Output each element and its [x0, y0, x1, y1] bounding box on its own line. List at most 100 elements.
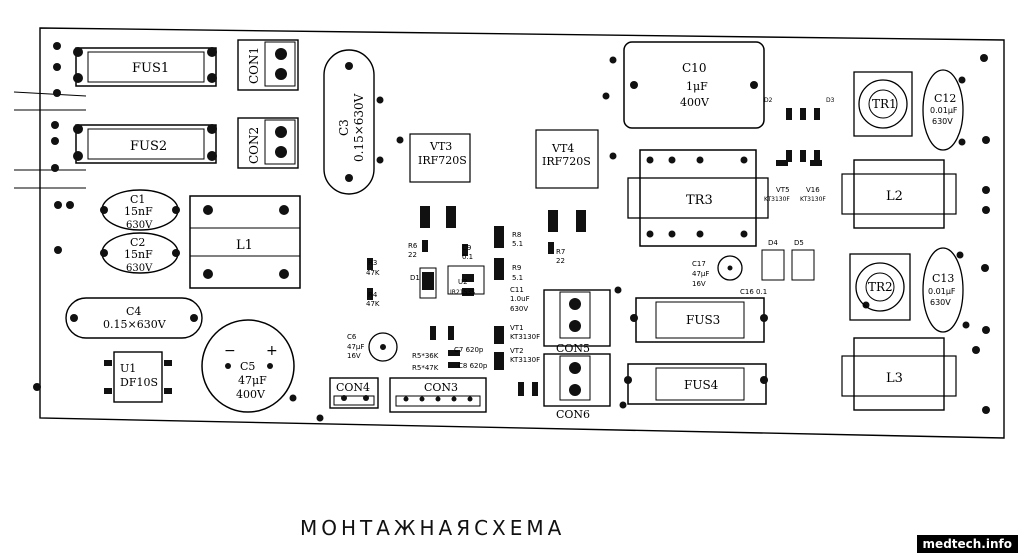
r8-name: R8: [512, 231, 521, 239]
fuse-fus4: FUS4: [624, 363, 768, 405]
transformer-tr3: TR3: [627, 149, 769, 247]
c5-name: C5: [240, 360, 255, 373]
r7-name: R7: [556, 248, 565, 256]
c2-value: 15nF: [124, 248, 153, 261]
site-watermark: medtech.info: [916, 535, 1018, 553]
vt1-name: VT1: [510, 324, 524, 332]
tr1-label: TR1: [872, 97, 897, 111]
c4-value: 0.15×630V: [103, 318, 167, 331]
c17-name: C17: [692, 260, 706, 268]
vt2-name: VT2: [510, 347, 524, 355]
con2-label: CON2: [247, 127, 261, 164]
fuse-fus1: FUS1: [73, 47, 217, 87]
u1-name: U1: [120, 362, 136, 375]
vt3-value: IRF720S: [418, 154, 467, 167]
inductor-l1: L1: [189, 195, 301, 289]
c13-name: C13: [932, 272, 954, 285]
con4-label: CON4: [336, 381, 370, 394]
c5-value: 47μF: [238, 374, 267, 387]
c17-voltage: 16V: [692, 280, 706, 288]
connector-con3: CON3: [389, 377, 487, 413]
c5-plus: +: [266, 343, 278, 359]
smd-resistors: R3 47K R4 47K R6 22 R7 22 R8 5.1 R9 5.1 …: [366, 226, 565, 313]
capacitor-c12: C12 0.01μF 630V: [922, 69, 964, 151]
diagram-caption: МОНТАЖНАЯСХЕМА: [300, 516, 566, 540]
c8-label: C8 620p: [458, 362, 488, 370]
d3-label: D3: [826, 97, 835, 104]
c13-value: 0.01μF: [928, 287, 956, 296]
con5-label: CON5: [556, 342, 590, 355]
fus2-label: FUS2: [130, 139, 167, 154]
d2-label: D2: [764, 97, 773, 104]
vt4-name: VT4: [551, 142, 574, 155]
c7-label: C7 620p: [454, 346, 484, 354]
capacitor-c13: C13 0.01μF 630V: [922, 247, 964, 333]
tr2-label: TR2: [868, 280, 893, 294]
r4-name: R4: [368, 291, 378, 299]
c3-value: 0.15×630V: [352, 93, 366, 162]
c2-name: C2: [130, 236, 145, 249]
fus3-label: FUS3: [686, 313, 720, 327]
connector-con5: CON5: [543, 289, 611, 355]
r9-name: R9: [512, 264, 521, 272]
c6-value: 47μF: [347, 343, 364, 351]
vt1-value: KT3130F: [510, 333, 540, 341]
inductor-l3: L3: [841, 337, 957, 411]
c11-value: 1.0uF: [510, 295, 530, 303]
u1-value: DF10S: [120, 376, 158, 389]
connector-con2: CON2: [237, 117, 299, 169]
fus4-label: FUS4: [684, 378, 719, 392]
c5-minus: −: [224, 343, 236, 359]
c6-name: C6: [347, 333, 357, 341]
mounting-holes: [33, 42, 990, 422]
con6-label: CON6: [556, 408, 590, 421]
capacitor-c3: C3 0.15×630V: [323, 49, 375, 195]
r5b-label: R5*47K: [412, 364, 439, 372]
r6-value: 22: [408, 251, 417, 259]
c12-name: C12: [934, 92, 956, 105]
transistor-vt3: VT3 IRF720S: [409, 133, 471, 228]
toroid-tr2: TR2: [849, 253, 911, 321]
connector-con4: CON4: [329, 377, 379, 409]
c5-voltage: 400V: [236, 388, 266, 401]
d4-label: D4: [768, 239, 778, 247]
d5-label: D5: [794, 239, 804, 247]
c1-voltage: 630V: [126, 220, 153, 231]
vt2-value: KT3130F: [510, 356, 540, 364]
con3-label: CON3: [424, 381, 458, 394]
r3-value: 47K: [366, 269, 380, 277]
c12-value: 0.01μF: [930, 106, 958, 115]
d1-name: D1: [410, 274, 420, 282]
c16-label: C16 0.1: [740, 288, 767, 296]
c11-name: C11: [510, 286, 524, 294]
r4-value: 47K: [366, 300, 380, 308]
l1-label: L1: [236, 238, 253, 253]
c12-voltage: 630V: [932, 117, 953, 126]
vt6-value: KT3130F: [800, 196, 826, 203]
transistor-vt4: VT4 IRF720S: [535, 129, 599, 232]
vt3-name: VT3: [429, 140, 452, 153]
c9-name: C9: [462, 244, 471, 252]
fuse-fus3: FUS3: [630, 297, 768, 343]
board-outline: [13, 27, 1005, 439]
c2-voltage: 630V: [126, 263, 153, 274]
c9-value: 0.1: [462, 253, 473, 261]
l2-label: L2: [886, 189, 903, 204]
r3-name: R3: [368, 259, 377, 267]
c1-name: C1: [130, 193, 145, 206]
r8-value: 5.1: [512, 240, 523, 248]
r7-value: 22: [556, 257, 565, 265]
c11-voltage: 630V: [510, 305, 528, 313]
vt4-value: IRF720S: [542, 155, 591, 168]
fus1-label: FUS1: [132, 61, 169, 76]
c6-voltage: 16V: [347, 352, 361, 360]
toroid-tr1: TR1: [853, 71, 913, 137]
c13-voltage: 630V: [930, 298, 951, 307]
u2-value: IR2153S: [450, 289, 475, 296]
l3-label: L3: [886, 371, 903, 386]
c3-name: C3: [337, 119, 351, 136]
c4-name: C4: [126, 305, 141, 318]
r6-name: R6: [408, 242, 418, 250]
vt5-name: VT5: [776, 186, 790, 194]
